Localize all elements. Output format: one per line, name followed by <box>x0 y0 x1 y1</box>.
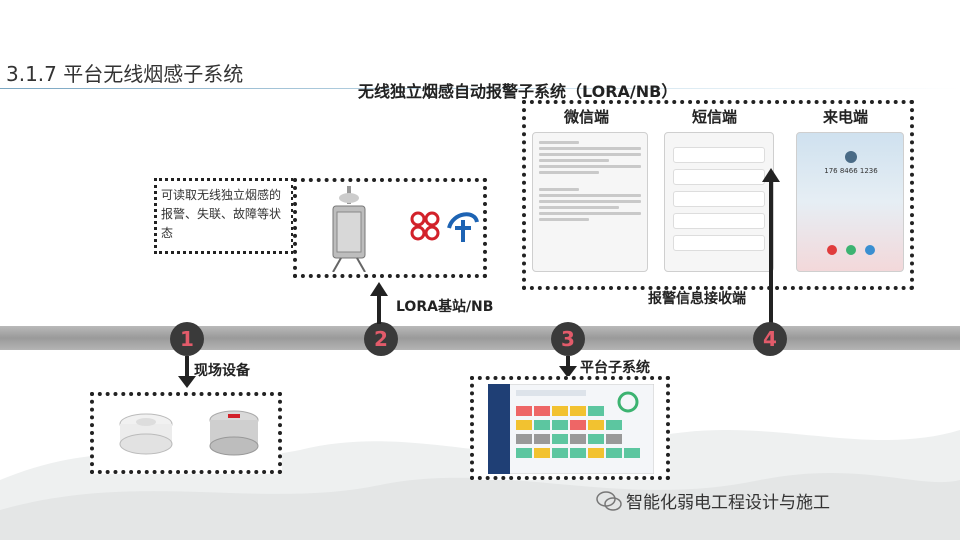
lora-gateway-icon <box>332 186 366 272</box>
decline-call-icon <box>827 245 837 255</box>
caller-avatar <box>845 151 857 163</box>
receiver-label-call: 来电端 <box>823 108 869 126</box>
arrow-to-receivers <box>769 176 773 326</box>
platform-dashboard-screenshot <box>488 384 654 474</box>
note-text: 可读取无线独立烟感的报警、失联、故障等状态 <box>161 188 282 240</box>
arrow-head-up-icon <box>762 168 780 182</box>
step-3-label: 平台子系统 <box>580 360 650 376</box>
call-number: 176 8466 1236 <box>824 167 878 175</box>
wechat-icon <box>596 491 622 511</box>
step-1-label: 现场设备 <box>194 363 250 379</box>
receivers-box: 微信端 短信端 来电端 176 8466 1236 <box>522 100 914 290</box>
receiver-label-wechat: 微信端 <box>564 108 610 126</box>
smoke-detector-icon <box>209 410 259 456</box>
watermark-text: 智能化弱电工程设计与施工 <box>626 493 830 513</box>
accept-call-icon <box>846 245 856 255</box>
arrow-to-base-station <box>377 290 381 324</box>
step-4-label: 报警信息接收端 <box>648 291 746 307</box>
sms-screen <box>664 132 774 272</box>
step-4-badge: 4 <box>753 322 787 356</box>
devices-box <box>90 392 282 474</box>
call-screen: 176 8466 1236 <box>796 132 904 272</box>
message-icon <box>865 245 875 255</box>
platform-box <box>470 376 670 480</box>
step-2-label: LORA基站/NB <box>396 299 494 315</box>
china-unicom-icon <box>410 211 440 241</box>
arrow-head-down-icon <box>178 376 196 388</box>
arrow-to-platform <box>566 356 570 370</box>
note-box: 可读取无线独立烟感的报警、失联、故障等状态 <box>154 178 294 254</box>
smoke-detector-icon <box>119 413 173 455</box>
timeline-bar <box>0 326 960 350</box>
title-divider <box>0 88 960 89</box>
step-1-badge: 1 <box>170 322 204 356</box>
arrow-to-devices <box>185 356 189 380</box>
receiver-label-sms: 短信端 <box>692 108 738 126</box>
step-2-badge: 2 <box>364 322 398 356</box>
step-3-badge: 3 <box>551 322 585 356</box>
china-telecom-icon <box>447 212 479 242</box>
arrow-head-down-icon <box>559 366 577 378</box>
subsystem-header: 无线独立烟感自动报警子系统（LORA/NB） <box>358 82 678 101</box>
arrow-head-up-icon <box>370 282 388 296</box>
wechat-screen <box>532 132 648 272</box>
page-title: 3.1.7 平台无线烟感子系统 <box>6 62 244 86</box>
base-station-box <box>293 178 487 278</box>
